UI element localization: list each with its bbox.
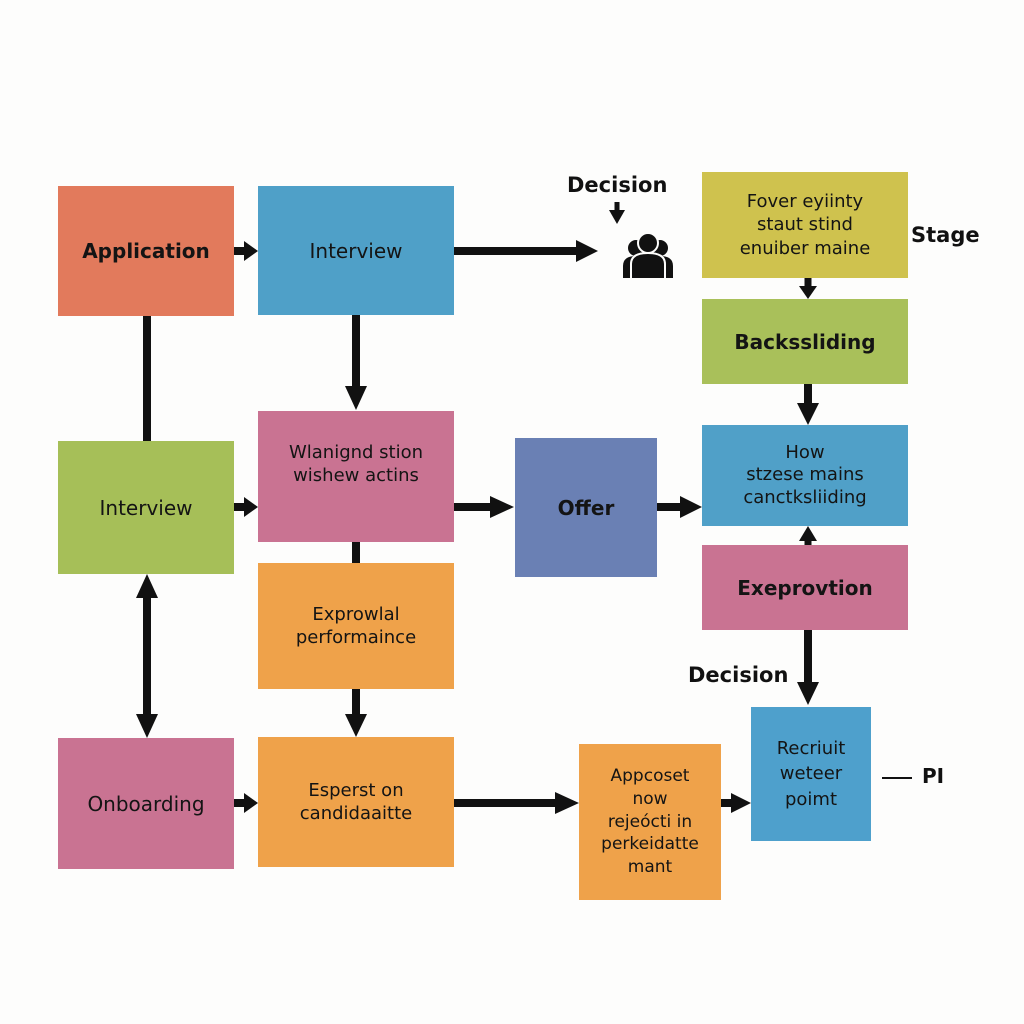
node-esperst[interactable]: Esperst on candidaaitte [258, 737, 454, 867]
edge-offer-how [657, 496, 702, 518]
node-exeprovtion[interactable]: Exeprovtion [702, 545, 908, 630]
node-label: Backssliding [734, 329, 876, 354]
node-offer[interactable]: Offer [515, 438, 657, 577]
node-label: Exprowlal performaince [295, 603, 417, 648]
node-label: Interview [309, 238, 403, 263]
label-decision-bottom: Decision [688, 663, 789, 687]
edge-exeprovtion-recruit [797, 630, 819, 705]
edge-backssliding-how [797, 384, 819, 425]
node-onboarding[interactable]: Onboarding [58, 738, 234, 869]
label-stage: Stage [911, 223, 980, 247]
node-exprowlal[interactable]: Exprowlal performaince [258, 563, 454, 689]
node-label: Exeprovtion [737, 575, 873, 600]
node-label: Recriuit weteer poimt [776, 738, 846, 810]
node-label: Fover eyiinty staut stind enuiber maine [739, 190, 871, 259]
node-label: Application [82, 239, 210, 263]
node-how[interactable]: How stzese mains canctksliiding [702, 425, 908, 526]
edge-interview-wlanignd [345, 315, 367, 410]
node-application[interactable]: Application [58, 186, 234, 316]
edge-interview-decision [454, 240, 598, 262]
edge-exeprovtion-how [799, 526, 817, 545]
node-appcoset[interactable]: Appcoset now rejeócti in perkeidatte man… [579, 744, 721, 900]
node-label: Interview [99, 495, 193, 520]
node-label: Appcoset now rejeócti in perkeidatte man… [601, 765, 699, 878]
node-label: Esperst on candidaaitte [299, 779, 413, 824]
node-label: Offer [557, 495, 615, 520]
node-recruit[interactable]: Recriuit weteer poimt [751, 707, 871, 841]
node-label: Onboarding [87, 791, 205, 816]
node-interview-green[interactable]: Interview [58, 441, 234, 574]
node-label: How stzese mains canctksliiding [743, 441, 867, 508]
edge-interview-green-wlanignd [234, 497, 258, 517]
edge-interview-green-onboarding [136, 574, 158, 738]
node-interview-top[interactable]: Interview [258, 186, 454, 315]
label-decision-top: Decision [567, 173, 668, 197]
edge-appcoset-recruit [721, 793, 751, 813]
edge-exprowlal-esperst [345, 689, 367, 737]
edge-yellow-backssliding [799, 278, 817, 299]
node-wlanignd[interactable]: Wlanignd stion wishew actins [258, 411, 454, 542]
user-group-icon [623, 232, 673, 280]
edge-wlanignd-offer [454, 496, 514, 518]
label-pi: PI [922, 764, 945, 788]
edge-onboarding-esperst [234, 793, 258, 813]
node-backssliding[interactable]: Backssliding [702, 299, 908, 384]
edge-application-interview [234, 241, 258, 261]
node-yellow-stage[interactable]: Fover eyiinty staut stind enuiber maine [702, 172, 908, 278]
edge-decision-down [609, 202, 625, 224]
node-label: Wlanignd stion wishew actins [288, 442, 424, 487]
edge-esperst-appcoset [454, 792, 579, 814]
